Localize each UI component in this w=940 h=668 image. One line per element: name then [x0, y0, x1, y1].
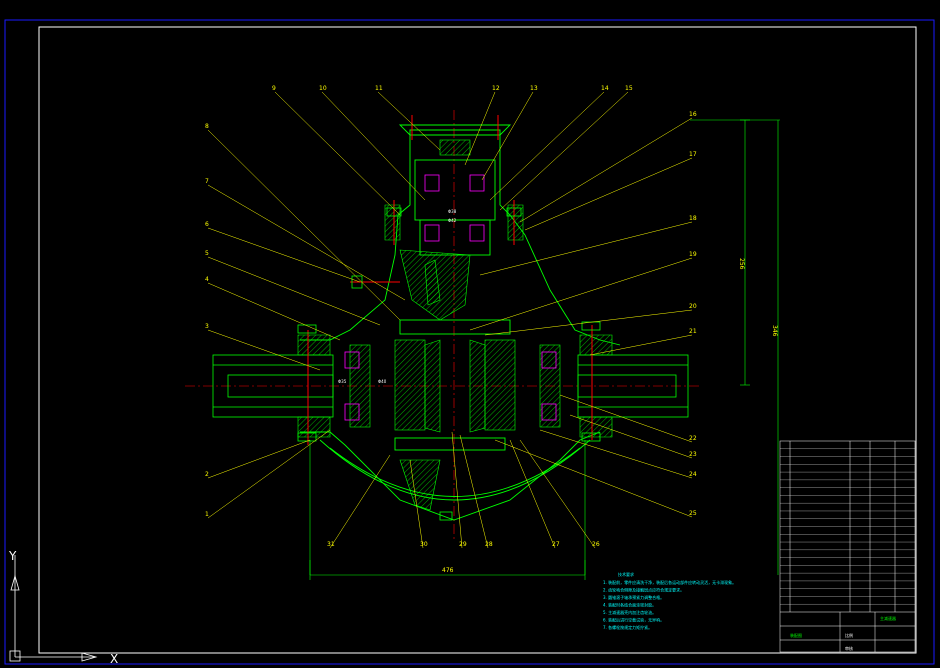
leader-line-3: [207, 329, 321, 371]
balloon-14: 14: [601, 85, 609, 92]
balloon-6: 6: [205, 221, 209, 228]
balloon-2: 2: [205, 471, 209, 478]
leader-line-28: [459, 434, 489, 549]
balloon-15: 15: [625, 85, 633, 92]
leader-line-25: [494, 439, 693, 518]
dim-height-b: 346: [771, 325, 778, 337]
title-block-label-c: 审核: [845, 645, 853, 651]
leader-line-19: [469, 257, 693, 331]
balloon-7: 7: [205, 178, 209, 185]
balloon-25: 25: [689, 510, 697, 517]
leader-line-30: [409, 459, 424, 549]
leader-line-9: [274, 91, 401, 216]
note-line: 1. 装配前，零件应清洗干净，装配后各运动部件应转动灵活，无卡滞现象。: [603, 579, 736, 585]
outer-border: [4, 19, 935, 665]
shaft-label-b: Φ42: [448, 218, 457, 223]
shaft-label-a: Φ38: [448, 209, 457, 214]
leader-line-10: [321, 91, 426, 201]
balloon-21: 21: [689, 328, 697, 335]
dim-height-a: 256: [738, 258, 745, 270]
bearings: [344, 174, 557, 421]
leader-line-29: [451, 431, 463, 549]
leader-line-5: [207, 256, 381, 326]
drawing-frame: [38, 26, 917, 654]
note-line: 3. 圆锥滚子轴承预紧力调整合格。: [603, 594, 664, 600]
leader-line-11: [377, 91, 441, 151]
balloon-24: 24: [689, 471, 697, 478]
bolt-heads: [297, 207, 601, 521]
centerlines: [185, 110, 700, 540]
leader-line-22: [559, 394, 693, 443]
balloon-23: 23: [689, 451, 697, 458]
ucs-icon: [9, 555, 98, 662]
balloon-11: 11: [375, 85, 383, 92]
balloon-17: 17: [689, 151, 697, 158]
section-hatching: [297, 139, 613, 511]
balloon-8: 8: [205, 123, 209, 130]
leader-line-18: [479, 221, 693, 276]
balloon-28: 28: [485, 541, 493, 548]
leader-line-12: [464, 91, 496, 166]
title-block-label-b: 比例: [845, 632, 853, 638]
leader-line-31: [329, 454, 391, 549]
leader-line-17: [524, 157, 693, 231]
leader-line-15: [499, 91, 629, 211]
balloon-22: 22: [689, 435, 697, 442]
leader-line-24: [539, 429, 693, 479]
balloon-12: 12: [492, 85, 500, 92]
leader-line-20: [484, 309, 693, 336]
leader-line-8: [207, 129, 401, 321]
balloon-16: 16: [689, 111, 697, 118]
note-line: 2. 齿轮啮合侧隙及接触斑点应符合规定要求。: [603, 587, 684, 593]
note-line: 6. 装配后进行空载试验，无异响。: [603, 617, 664, 623]
dim-overall-width: 476: [442, 567, 454, 574]
balloon-20: 20: [689, 303, 697, 310]
leader-line-13: [481, 91, 534, 181]
leader-line-26: [519, 439, 596, 549]
leader-line-6: [207, 227, 361, 283]
notes-heading: 技术要求: [618, 571, 634, 577]
leader-line-16: [519, 117, 693, 223]
balloon-29: 29: [459, 541, 467, 548]
axle-housing: [212, 354, 689, 418]
shaft-label-d: Φ40: [378, 379, 387, 384]
balloon-13: 13: [530, 85, 538, 92]
leader-line-27: [509, 439, 556, 549]
title-block-drawing-title: 主减速器: [880, 615, 896, 621]
balloon-26: 26: [592, 541, 600, 548]
title-block-label-a: 装配图: [790, 632, 802, 638]
ucs-x-label: X: [110, 652, 118, 666]
leader-line-2: [207, 439, 311, 479]
reducer-housing: [300, 124, 621, 521]
balloon-4: 4: [205, 276, 209, 283]
leader-line-23: [569, 414, 693, 459]
balloon-31: 31: [327, 541, 335, 548]
leader-line-21: [589, 334, 693, 356]
technical-notes: 技术要求 1. 装配前，零件应清洗干净，装配后各运动部件应转动灵活，无卡滞现象。…: [603, 571, 736, 630]
title-block-rows: [780, 448, 915, 605]
note-line: 7. 各螺栓按规定力矩拧紧。: [603, 624, 652, 630]
balloon-27: 27: [552, 541, 560, 548]
balloon-19: 19: [689, 251, 697, 258]
leader-line-4: [207, 282, 341, 341]
balloon-1: 1: [205, 511, 209, 518]
leader-line-14: [489, 91, 605, 201]
bolts: [307, 115, 593, 445]
balloon-5: 5: [205, 250, 209, 257]
note-line: 5. 主减速器壳内加注齿轮油。: [603, 609, 656, 615]
leader-line-7: [207, 184, 406, 301]
note-line: 4. 装配时各结合面涂密封胶。: [603, 602, 656, 608]
balloon-18: 18: [689, 215, 697, 222]
shaft-label-c: Φ35: [338, 379, 347, 384]
leader-line-1: [207, 429, 331, 519]
dimension-lines: [309, 119, 780, 580]
balloon-10: 10: [319, 85, 327, 92]
balloon-30: 30: [420, 541, 428, 548]
leader-lines: [207, 91, 693, 549]
balloon-9: 9: [272, 85, 276, 92]
balloon-3: 3: [205, 323, 209, 330]
ucs-y-label: Y: [8, 549, 17, 563]
